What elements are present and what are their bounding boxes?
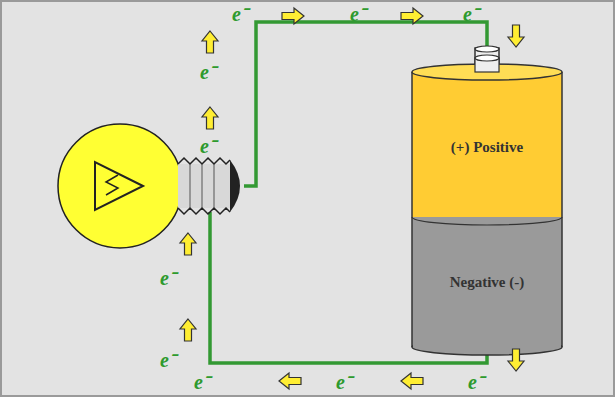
positive-terminal-band: (+) Positive: [412, 80, 562, 215]
terminal-label: (+) Positive: [451, 138, 523, 157]
negative-terminal-band: Negative (-): [412, 220, 562, 345]
light-bulb: [58, 124, 240, 248]
terminal-label: Negative (-): [450, 273, 525, 292]
electron-label: e⁻: [468, 372, 484, 392]
electron-label: e⁻: [200, 136, 216, 156]
electron-label: e⁻: [232, 4, 248, 24]
electron-label: e⁻: [336, 372, 352, 392]
electron-label: e⁻: [350, 4, 366, 24]
electron-label: e⁻: [160, 350, 176, 370]
battery-symbol: [412, 46, 562, 355]
electron-label: e⁻: [463, 4, 479, 24]
electron-label: e⁻: [200, 62, 216, 82]
electron-label: e⁻: [194, 372, 210, 392]
flow-arrow: [180, 8, 524, 389]
electron-label: e⁻: [160, 268, 176, 288]
